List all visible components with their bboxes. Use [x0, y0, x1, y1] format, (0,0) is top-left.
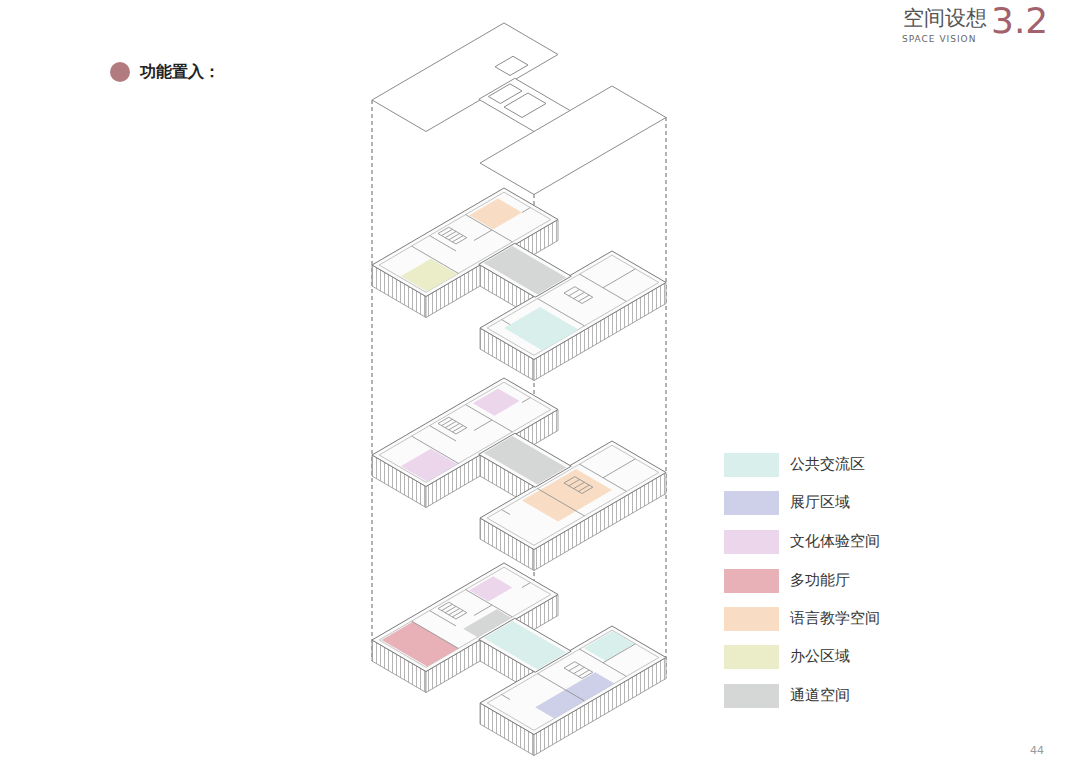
roof-plan	[372, 23, 666, 195]
second-floor-plan	[354, 378, 684, 571]
page-number: 44	[1030, 744, 1044, 757]
legend-label: 公共交流区	[790, 455, 865, 473]
third-floor-plan	[354, 188, 684, 381]
legend-label: 文化体验空间	[790, 532, 880, 550]
legend-swatch	[724, 607, 779, 631]
bullet-dot	[110, 62, 130, 82]
legend-swatch	[724, 645, 779, 669]
legend-swatch	[724, 491, 779, 515]
section-title: 功能置入：	[140, 62, 220, 81]
ground-floor-plan	[354, 563, 684, 756]
section-number: 3.2	[991, 0, 1048, 42]
legend-swatch	[724, 530, 779, 554]
legend-label: 多功能厅	[790, 571, 850, 589]
legend-swatch	[724, 453, 779, 477]
legend-label: 语言教学空间	[790, 609, 880, 627]
legend-label: 办公区域	[790, 647, 850, 665]
legend-swatch	[724, 569, 779, 593]
legend-label: 通道空间	[790, 686, 850, 704]
header-text: 空间设想	[903, 6, 987, 31]
legend-swatch	[724, 684, 779, 708]
legend-label: 展厅区域	[790, 493, 850, 511]
header-subtitle: SPACE VISION	[902, 34, 976, 45]
